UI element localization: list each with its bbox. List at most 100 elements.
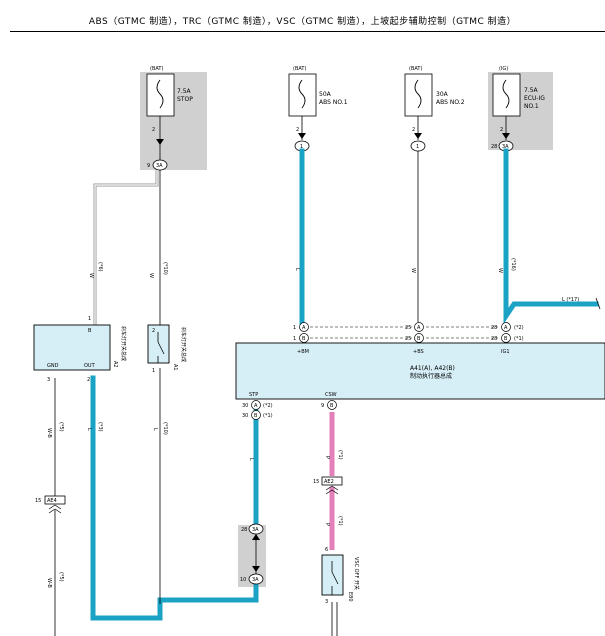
svg-text:3A: 3A [252,577,259,583]
title-rule [10,31,605,32]
switch-a1: 2 1 A1 刹车灯开关总成 [147,324,187,374]
svg-text:W-B: W-B [46,428,52,438]
fuse-ecu-ig-name: ECU-IG [524,95,545,102]
svg-text:AE4: AE4 [47,498,57,504]
svg-text:28: 28 [241,527,247,533]
svg-text:P: P [324,523,330,526]
svg-text:1: 1 [416,144,419,150]
svg-text:GND: GND [47,363,59,369]
svg-text:30: 30 [242,403,248,409]
fuse-abs2-rating: 30A [436,91,449,98]
page-title: ABS（GTMC 制造），TRC（GTMC 制造），VSC（GTMC 制造），上… [88,17,517,27]
svg-text:1: 1 [152,368,155,374]
svg-text:W-B: W-B [46,578,52,588]
fuse-abs1-rating: 50A [319,91,332,98]
fuse-abs1: 50A ABS NO.1 (BAT) 2 [288,66,348,133]
conn-ae4: AE4 15 [35,495,66,514]
svg-text:9: 9 [321,403,324,409]
svg-text:(*16): (*16) [510,258,516,271]
svg-text:A: A [417,325,421,331]
svg-text:W: W [88,273,94,278]
svg-text:B: B [302,336,306,342]
ig-branch-label: L (*17) [562,297,579,303]
svg-text:CSW: CSW [325,392,337,398]
switch-vsc-off: 6 3 E80 VSC OFF 开关 [321,547,360,605]
svg-text:L: L [86,428,92,431]
fuse-stop: 7.5A STOP (BAT) 2 [146,66,193,133]
fuse-ecu-ig-pin: 2 [500,127,503,133]
conn-3a-lower: 3A 10 [240,573,264,585]
fuse-abs1-pin: 2 [296,127,299,133]
svg-text:L: L [248,458,254,461]
fuse-abs1-name: ABS NO.1 [319,99,348,106]
fuse-stop-source: (BAT) [150,66,163,72]
svg-text:A: A [302,325,306,331]
wire-gray [93,170,159,325]
fuse-stop-rating: 7.5A [177,88,192,95]
svg-text:A: A [254,403,258,409]
svg-text:(*2): (*2) [514,325,524,331]
fuse-ecu-ig-source: (IG) [499,66,508,72]
ecu-bottom-pins: A 30 (*2) B 30 (*1) B 9 [242,400,337,420]
svg-text:1: 1 [300,144,303,150]
conn-3a-upper: 3A 28 [241,523,264,535]
wire-a2-out [90,375,258,621]
svg-text:2: 2 [152,328,155,334]
svg-text:A41(A), A42(B): A41(A), A42(B) [410,365,455,372]
svg-text:B: B [504,336,508,342]
svg-text:1: 1 [293,325,296,331]
svg-text:IG1: IG1 [501,349,510,355]
svg-text:(*1): (*1) [263,413,273,419]
svg-text:3: 3 [47,377,50,383]
svg-text:VSC OFF 开关: VSC OFF 开关 [353,557,360,590]
conn-ecu-ig-3a: 3A 28 [491,140,514,152]
svg-text:25: 25 [405,325,411,331]
svg-text:(*5): (*5) [58,572,64,582]
svg-text:B: B [330,403,334,409]
svg-text:6: 6 [325,547,328,553]
fuse-ecu-ig-name2: NO.1 [524,103,539,110]
svg-text:28: 28 [491,144,497,150]
svg-text:15: 15 [35,498,41,504]
svg-text:1: 1 [88,316,91,322]
fuse-abs2-source: (BAT) [409,66,422,72]
svg-text:(*1): (*1) [337,450,343,460]
svg-text:L: L [152,428,158,431]
svg-text:(*6): (*6) [97,262,103,272]
svg-text:B: B [88,328,92,334]
fuse-abs2-name: ABS NO.2 [436,99,465,106]
fuse-ecu-ig-rating: 7.5A [524,87,539,94]
fuse-stop-name: STOP [177,96,193,103]
svg-text:AE2: AE2 [324,479,334,485]
fuse-stop-pin: 2 [152,127,155,133]
svg-text:刹车灯开关总成: 刹车灯开关总成 [180,327,187,362]
svg-text:P: P [324,456,330,459]
svg-text:(*10): (*10) [162,422,168,435]
fuse-ecu-ig: 7.5A ECU-IG NO.1 (IG) 2 [492,66,545,133]
svg-text:W: W [497,268,503,273]
svg-text:10: 10 [240,577,246,583]
svg-text:E80: E80 [347,592,353,602]
svg-text:STP: STP [249,392,258,398]
svg-text:3A: 3A [156,163,163,169]
svg-text:(*10): (*10) [162,262,168,275]
svg-text:(*1): (*1) [337,516,343,526]
ecu-top-pins: A 1 B 1 A 25 B 25 A 28 (*2) B 28 (*1) [293,322,524,343]
svg-text:30: 30 [242,413,248,419]
svg-text:15: 15 [313,479,319,485]
svg-text:28: 28 [491,325,497,331]
svg-text:B: B [254,413,258,419]
svg-text:2: 2 [87,377,90,383]
svg-text:9: 9 [147,163,150,169]
svg-text:25: 25 [405,336,411,342]
svg-text:3A: 3A [252,527,259,533]
fuse-abs2: 30A ABS NO.2 (BAT) 2 [404,66,465,133]
svg-text:W: W [148,273,154,278]
svg-text:制动执行器总成: 制动执行器总成 [410,372,452,380]
svg-text:A: A [504,325,508,331]
conn-abs2: 1 [410,140,426,152]
conn-ae2: AE2 15 [313,476,343,495]
svg-text:(*2): (*2) [263,403,273,409]
svg-text:+BS: +BS [413,349,424,355]
